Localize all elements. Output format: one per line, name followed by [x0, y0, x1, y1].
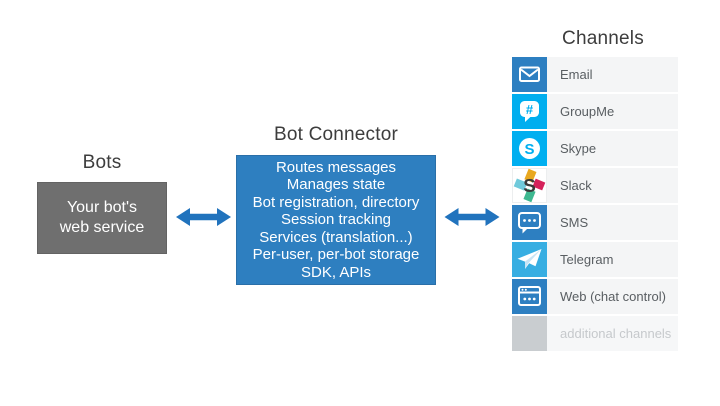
arrow-bots-connector-icon	[176, 208, 231, 226]
channel-row-email: Email	[512, 57, 678, 92]
connector-feature: Per-user, per-bot storage	[252, 246, 420, 264]
channel-label: Web (chat control)	[547, 279, 678, 314]
bot-connector-box: Routes messages Manages state Bot regist…	[236, 155, 436, 285]
email-icon	[512, 57, 547, 92]
connector-feature: SDK, APIs	[300, 263, 372, 281]
web-chat-icon	[512, 279, 547, 314]
connector-feature: Session tracking	[280, 211, 392, 229]
channel-label: GroupMe	[547, 94, 678, 129]
channel-label: Telegram	[547, 242, 678, 277]
channel-label: Skype	[547, 131, 678, 166]
connector-feature: Manages state	[286, 176, 386, 194]
channel-label: additional channels	[547, 316, 678, 351]
slack-icon: S	[512, 168, 547, 203]
svg-text:S: S	[523, 175, 536, 196]
channel-label: Slack	[547, 168, 678, 203]
connector-feature: Services (translation...)	[259, 228, 413, 246]
connector-feature: Bot registration, directory	[252, 193, 420, 211]
channel-row-web-chat: Web (chat control)	[512, 279, 678, 314]
channel-label: Email	[547, 57, 678, 92]
sms-icon	[512, 205, 547, 240]
channel-row-skype: S Skype	[512, 131, 678, 166]
channel-label: SMS	[547, 205, 678, 240]
connector-feature: Routes messages	[275, 158, 397, 176]
additional-channels-icon	[512, 316, 547, 351]
channel-row-additional: additional channels	[512, 316, 678, 351]
telegram-icon	[512, 242, 547, 277]
arrow-connector-channels-icon	[444, 208, 500, 226]
svg-text:S: S	[524, 141, 534, 158]
bot-web-service-line: web service	[59, 219, 145, 236]
skype-icon: S	[512, 131, 547, 166]
groupme-icon: #	[512, 94, 547, 129]
channel-row-telegram: Telegram	[512, 242, 678, 277]
channel-row-groupme: # GroupMe	[512, 94, 678, 129]
channel-row-sms: SMS	[512, 205, 678, 240]
channels-title: Channels	[562, 28, 644, 49]
bots-title: Bots	[82, 152, 122, 173]
channel-row-slack: S Slack	[512, 168, 678, 203]
bot-web-service-box: Your bot's web service	[37, 182, 167, 254]
bot-web-service-line: Your bot's	[66, 199, 138, 216]
channels-list: Email # GroupMe S Skype	[512, 57, 678, 351]
bot-connector-title: Bot Connector	[273, 124, 399, 145]
svg-text:#: #	[526, 102, 534, 117]
